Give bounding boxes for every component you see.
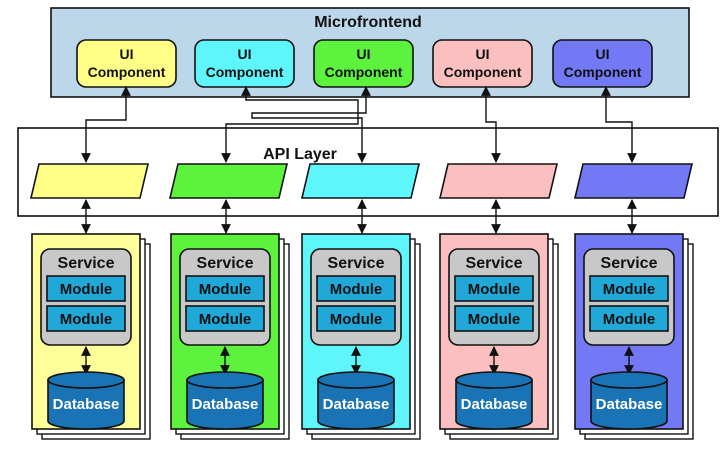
api-endpoints-group: [29, 163, 694, 199]
module-label: Module: [199, 281, 252, 298]
ui-component-label-line2: Component: [444, 64, 522, 80]
module-box: [454, 305, 534, 332]
ui-component-label-line2: Component: [206, 64, 284, 80]
ui-component-label-line2: Component: [325, 64, 403, 80]
api-endpoint-3: [300, 163, 421, 199]
api-layer-title: API Layer: [263, 146, 337, 163]
module-box: [316, 275, 396, 302]
ui-component-label-line1: UI: [476, 46, 490, 62]
ui-component-label-line1: UI: [357, 46, 371, 62]
module-label: Module: [60, 311, 113, 328]
database-icon: [186, 379, 264, 430]
module-box: [589, 305, 669, 332]
database-icon: [317, 379, 395, 430]
connector-component3-endpoint3: [251, 86, 371, 163]
database-icon: [590, 379, 668, 430]
service-label: Service: [58, 255, 115, 272]
database-icon: [455, 379, 533, 430]
module-box: [46, 275, 126, 302]
database-top: [47, 371, 125, 389]
ui-component-label-line1: UI: [238, 46, 252, 62]
ui-component-label-line1: UI: [120, 46, 134, 62]
module-label: Module: [603, 311, 656, 328]
connector-component5-endpoint5: [601, 86, 637, 163]
api-endpoint-5: [573, 163, 694, 199]
service-label: Service: [466, 255, 523, 272]
service-label: Service: [601, 255, 658, 272]
connector-component4-endpoint4: [481, 86, 501, 163]
ui-component-label-line2: Component: [564, 64, 642, 80]
database-top: [186, 371, 264, 389]
connector-component1-endpoint1: [81, 86, 131, 163]
database-icon: [47, 379, 125, 430]
database-label: Database: [461, 396, 528, 413]
service-label: Service: [197, 255, 254, 272]
module-box: [589, 275, 669, 302]
module-box: [46, 305, 126, 332]
module-label: Module: [60, 281, 113, 298]
ui-component-label-line1: UI: [596, 46, 610, 62]
database-label: Database: [323, 396, 390, 413]
connectors-group: [81, 86, 637, 163]
module-box: [316, 305, 396, 332]
database-label: Database: [192, 396, 259, 413]
database-label: Database: [596, 396, 663, 413]
module-label: Module: [603, 281, 656, 298]
module-box: [454, 275, 534, 302]
api-endpoint-4: [438, 163, 559, 199]
module-box: [185, 275, 265, 302]
api-endpoint-2: [168, 163, 289, 199]
database-top: [317, 371, 395, 389]
module-label: Module: [330, 281, 383, 298]
api-endpoint-1: [29, 163, 150, 199]
database-label: Database: [53, 396, 120, 413]
ui-components-group: UI Component UI Component UI Component UI Compo…: [76, 39, 653, 88]
module-label: Module: [330, 311, 383, 328]
database-top: [590, 371, 668, 389]
module-label: Module: [468, 311, 521, 328]
microfrontend-title: Microfrontend: [314, 14, 422, 31]
module-label: Module: [199, 311, 252, 328]
module-box: [185, 305, 265, 332]
ui-component-label-line2: Component: [88, 64, 166, 80]
services-group: ServiceModuleModuleDatabaseServiceModule…: [31, 199, 694, 440]
module-label: Module: [468, 281, 521, 298]
service-label: Service: [328, 255, 385, 272]
database-top: [455, 371, 533, 389]
